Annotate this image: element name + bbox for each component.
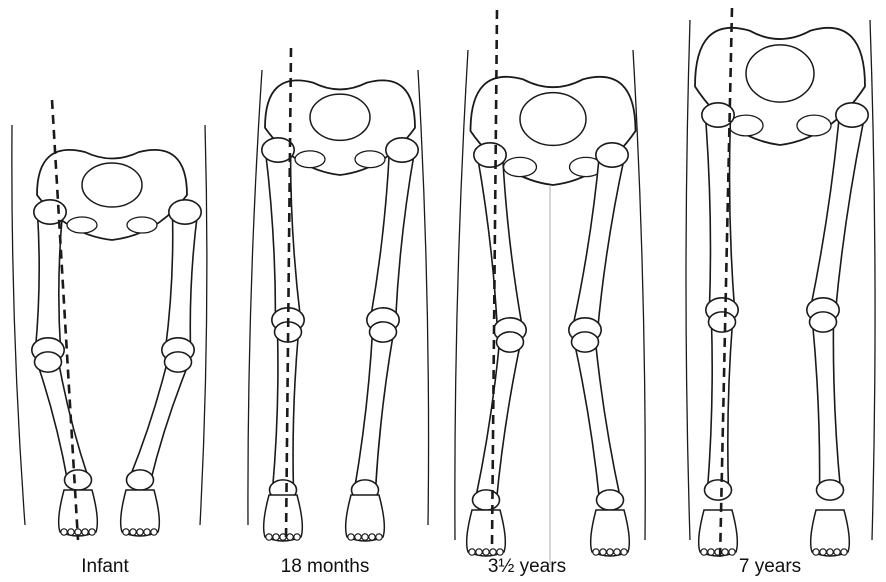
femur-right [370,149,414,322]
foot-left-toe [82,529,88,535]
panel-7-years [686,8,875,560]
foot-right-toe [376,534,382,540]
femur-right [811,113,865,312]
foot-left-toe [701,549,707,555]
obturator-left [67,217,97,233]
foot-right-toe [144,529,150,535]
foot-right-toe [137,529,143,535]
femur-left-end-top [474,143,506,167]
obturator-left [295,151,325,168]
foot-right-toe [614,549,620,555]
femur-right-end-top [169,200,201,224]
obturator-left [504,157,537,176]
foot-right-toe [348,534,354,540]
femur-left-end-top [34,200,66,224]
tibia-right-end-top [572,332,599,352]
skin-outline-left [248,70,262,525]
skin-outline-left [455,50,468,540]
foot-left-toe [89,529,95,535]
skin-outline-left [12,125,25,525]
foot-right-toe [621,549,627,555]
femur-right-end-top [836,103,868,127]
foot-right-toe [827,549,833,555]
tibia-left [273,332,299,491]
panel-18-months [248,48,429,541]
skin-outline-right [418,70,429,525]
foot-left-toe [497,549,503,555]
tibia-right-end-top [370,322,397,342]
pelvic-inlet [520,93,586,146]
tibia-left-end-bottom [705,480,732,500]
foot-left-toe [61,529,67,535]
foot-right-toe [600,549,606,555]
tibia-right-end-bottom [817,480,844,500]
tibia-right-end-top [165,352,192,372]
tibia-left [38,359,88,482]
foot-left-toe [476,549,482,555]
stage-label-3-5-years: 3½ years [447,556,607,578]
foot-left-toe [708,549,714,555]
tibia-right [813,322,841,491]
tibia-right-end-top [810,312,837,332]
foot-right-toe [813,549,819,555]
tibia-right [575,340,621,501]
tibia-left [476,340,521,501]
foot-right-toe [355,534,361,540]
foot-right-toe [593,549,599,555]
tibia-left-end-top [35,352,62,372]
stage-label-7-years: 7 years [690,556,850,578]
pelvic-inlet [310,94,370,140]
pelvic-inlet [746,45,814,102]
tibia-right-end-bottom [597,490,624,510]
foot-right-toe [369,534,375,540]
foot-right-toe [834,549,840,555]
skin-outline-left [686,20,690,540]
femur-right-end-top [596,143,628,167]
foot-right-toe [123,529,129,535]
tibia-left-end-top [709,312,736,332]
stage-label-18-months: 18 months [245,556,405,578]
femur-left [35,212,62,350]
foot-left-toe [469,549,475,555]
tibia-right [130,359,188,483]
panel-infant [12,100,207,540]
femur-left [265,149,300,320]
foot-right-toe [151,529,157,535]
tibia-left-end-bottom [65,470,92,490]
obturator-right [127,217,157,233]
tibia-left-end-bottom [473,490,500,510]
foot-left-toe [273,534,279,540]
femur-right [573,153,625,332]
foot-left-toe [483,549,489,555]
obturator-right [797,115,831,136]
femur-left [477,154,522,332]
foot-left-toe [68,529,74,535]
foot-left-toe [287,534,293,540]
tibia-left-end-top [497,332,524,352]
femur-right-end-top [386,138,418,162]
foot-right-toe [130,529,136,535]
tibia-right [355,331,394,491]
foot-left-toe [294,534,300,540]
foot-left-toe [729,549,735,555]
obturator-right [355,151,385,168]
foot-right-toe [362,534,368,540]
skin-outline-right [200,125,207,525]
femur-right [165,211,197,350]
tibia-left [708,322,733,490]
tibia-right-end-bottom [127,470,154,490]
skin-outline-right [870,20,875,540]
foot-left-toe [722,549,728,555]
foot-right-toe [607,549,613,555]
foot-right-toe [841,549,847,555]
foot-right-toe [820,549,826,555]
pelvic-inlet [82,163,142,207]
stage-label-infant: Infant [25,556,185,578]
foot-left-toe [266,534,272,540]
foot-left-toe [490,549,496,555]
